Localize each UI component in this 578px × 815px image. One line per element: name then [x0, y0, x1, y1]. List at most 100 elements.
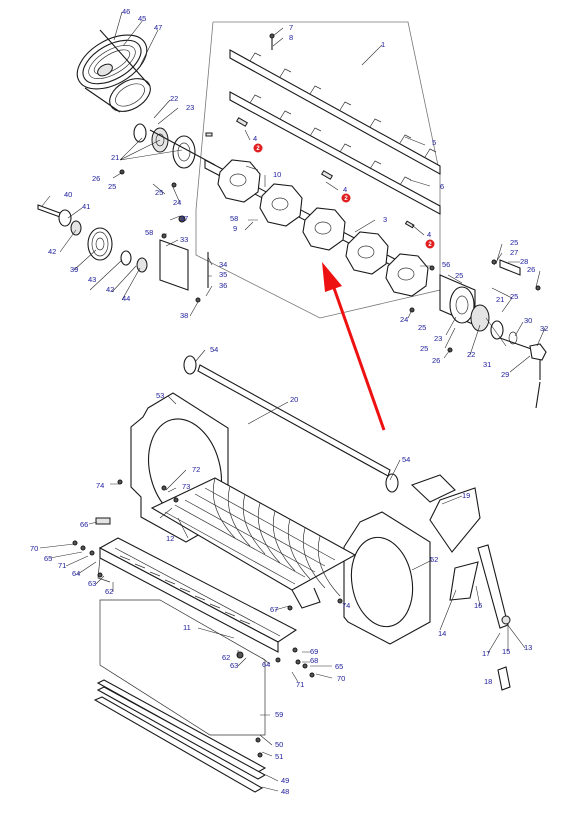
part-label: 43 — [88, 275, 96, 284]
part-label: 39 — [70, 265, 78, 274]
concave-grate — [150, 477, 357, 609]
bottom-strip — [93, 679, 267, 793]
beater-bars — [229, 33, 441, 215]
part-label: 16 — [474, 601, 482, 610]
part-label: 5 — [432, 138, 436, 147]
part-label: 41 — [82, 202, 90, 211]
part-label: 6 — [440, 182, 444, 191]
part-label: 73 — [182, 482, 190, 491]
part-label: 63 — [88, 579, 96, 588]
part-label: 22 — [170, 94, 178, 103]
part-label: 4 — [343, 185, 347, 194]
part-label: 25 — [510, 292, 518, 301]
part-label: 59 — [275, 710, 283, 719]
part-label: 26 — [432, 356, 440, 365]
part-label: 21 — [496, 295, 504, 304]
part-label: 28 — [520, 257, 528, 266]
part-label: 13 — [524, 643, 532, 652]
part-label: 65 — [44, 554, 52, 563]
red-pointer-arrow — [322, 262, 386, 431]
part-label: 71 — [296, 680, 304, 689]
svg-text:2: 2 — [428, 242, 432, 248]
part-label: 51 — [275, 752, 283, 761]
part-label: 52 — [430, 555, 438, 564]
right-bearing-group — [409, 259, 547, 409]
long-shaft — [183, 355, 399, 493]
part-label: 47 — [154, 23, 162, 32]
part-label: 19 — [462, 491, 470, 500]
part-label: 42 — [106, 285, 114, 294]
lower-sieve — [97, 537, 298, 653]
part-label: 34 — [219, 260, 227, 269]
part-label: 32 — [540, 324, 548, 333]
part-label: 56 — [442, 260, 450, 269]
part-label: 63 — [230, 661, 238, 670]
part-label: 24 — [173, 198, 181, 207]
part-label: 17 — [482, 649, 490, 658]
part-label: 66 — [80, 520, 88, 529]
part-label: 20 — [290, 395, 298, 404]
part-label: 29 — [501, 370, 509, 379]
part-label: 74 — [342, 601, 350, 610]
rotor-shaft-assembly — [204, 117, 429, 297]
part-label: 44 — [122, 294, 130, 303]
part-label: 27 — [510, 248, 518, 257]
part-label: 62 — [222, 653, 230, 662]
part-label: 48 — [281, 787, 289, 796]
part-label: 7 — [289, 23, 293, 32]
part-label: 4 — [427, 230, 431, 239]
part-label: 70 — [337, 674, 345, 683]
part-label: 3 — [383, 215, 387, 224]
part-label: 74 — [96, 481, 104, 490]
pulley-assembly-top — [76, 29, 151, 113]
part-label: 45 — [138, 14, 146, 23]
part-label: 65 — [335, 662, 343, 671]
part-label: 46 — [122, 7, 130, 16]
part-label: 23 — [434, 334, 442, 343]
highlight-marker: 2 — [425, 239, 435, 249]
part-label: 8 — [289, 33, 293, 42]
part-label: 58 — [145, 228, 153, 237]
part-label: 1 — [381, 40, 385, 49]
part-label: 37 — [180, 214, 188, 223]
part-label: 72 — [192, 465, 200, 474]
side-plate-right — [343, 511, 431, 645]
part-labels: 46 45 47 7 8 1 22 23 21 26 25 25 24 4 10… — [30, 7, 548, 796]
part-label: 35 — [219, 270, 227, 279]
part-label: 25 — [108, 182, 116, 191]
part-label: 58 — [230, 214, 238, 223]
part-label: 25 — [510, 238, 518, 247]
svg-text:2: 2 — [344, 196, 348, 202]
part-label: 62 — [105, 587, 113, 596]
part-label: 12 — [166, 534, 174, 543]
part-label: 71 — [58, 561, 66, 570]
part-label: 15 — [502, 647, 510, 656]
part-label: 21 — [111, 153, 119, 162]
part-label: 54 — [210, 345, 218, 354]
part-label: 49 — [281, 776, 289, 785]
part-label: 70 — [30, 544, 38, 553]
part-label: 42 — [48, 247, 56, 256]
svg-text:2: 2 — [256, 146, 260, 152]
part-label: 10 — [273, 170, 281, 179]
part-label: 30 — [524, 316, 532, 325]
part-label: 54 — [402, 455, 410, 464]
part-label: 9 — [233, 224, 237, 233]
part-label: 25 — [418, 323, 426, 332]
part-label: 64 — [262, 660, 270, 669]
part-label: 38 — [180, 311, 188, 320]
part-label: 67 — [270, 605, 278, 614]
part-label: 36 — [219, 281, 227, 290]
part-label: 31 — [483, 360, 491, 369]
assembly-frame-outline — [195, 21, 441, 319]
part-label: 69 — [310, 647, 318, 656]
part-label: 14 — [438, 629, 446, 638]
leader-lines — [39, 11, 546, 792]
part-label: 53 — [156, 391, 164, 400]
part-label: 26 — [92, 174, 100, 183]
part-label: 68 — [310, 656, 318, 665]
part-label: 50 — [275, 740, 283, 749]
part-label: 25 — [420, 344, 428, 353]
highlight-marker: 2 — [253, 143, 263, 153]
